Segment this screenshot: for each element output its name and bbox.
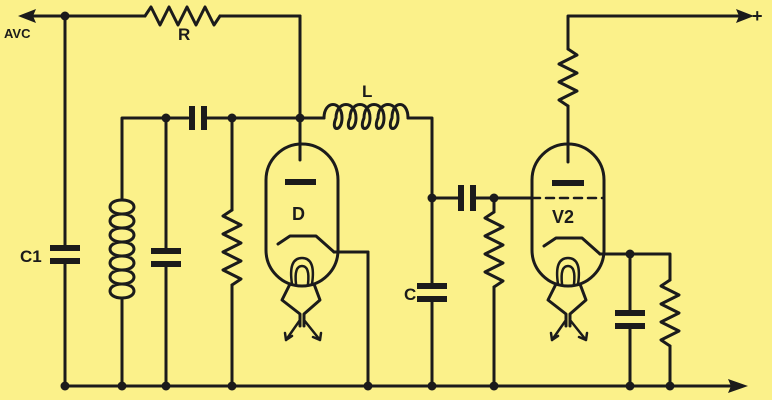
label-d: D <box>292 204 305 224</box>
b-plus-arrow-icon <box>736 9 754 23</box>
label-v2: V2 <box>552 207 574 227</box>
cathode-bias <box>615 252 681 388</box>
label-plus: + <box>752 6 763 26</box>
capacitor-c1-branch <box>50 14 80 388</box>
ground-rail <box>63 379 748 393</box>
label-c1: C1 <box>20 247 42 266</box>
capacitor-c-branch <box>417 185 534 388</box>
diode-tube-d <box>264 116 370 388</box>
triode-tube-v2 <box>530 116 632 342</box>
resistor-r <box>143 5 222 27</box>
label-r: R <box>178 25 190 44</box>
inductor-l <box>298 103 434 200</box>
input-coil <box>108 198 136 300</box>
label-c: C <box>404 285 416 304</box>
plate-load <box>557 9 754 120</box>
tuned-circuit <box>108 106 302 388</box>
label-l: L <box>362 82 372 101</box>
ground-arrow-icon <box>728 379 748 393</box>
label-avc: AVC <box>4 26 31 41</box>
junctions <box>60 11 675 391</box>
avc-line <box>18 5 302 120</box>
avc-arrow-icon <box>18 9 36 23</box>
